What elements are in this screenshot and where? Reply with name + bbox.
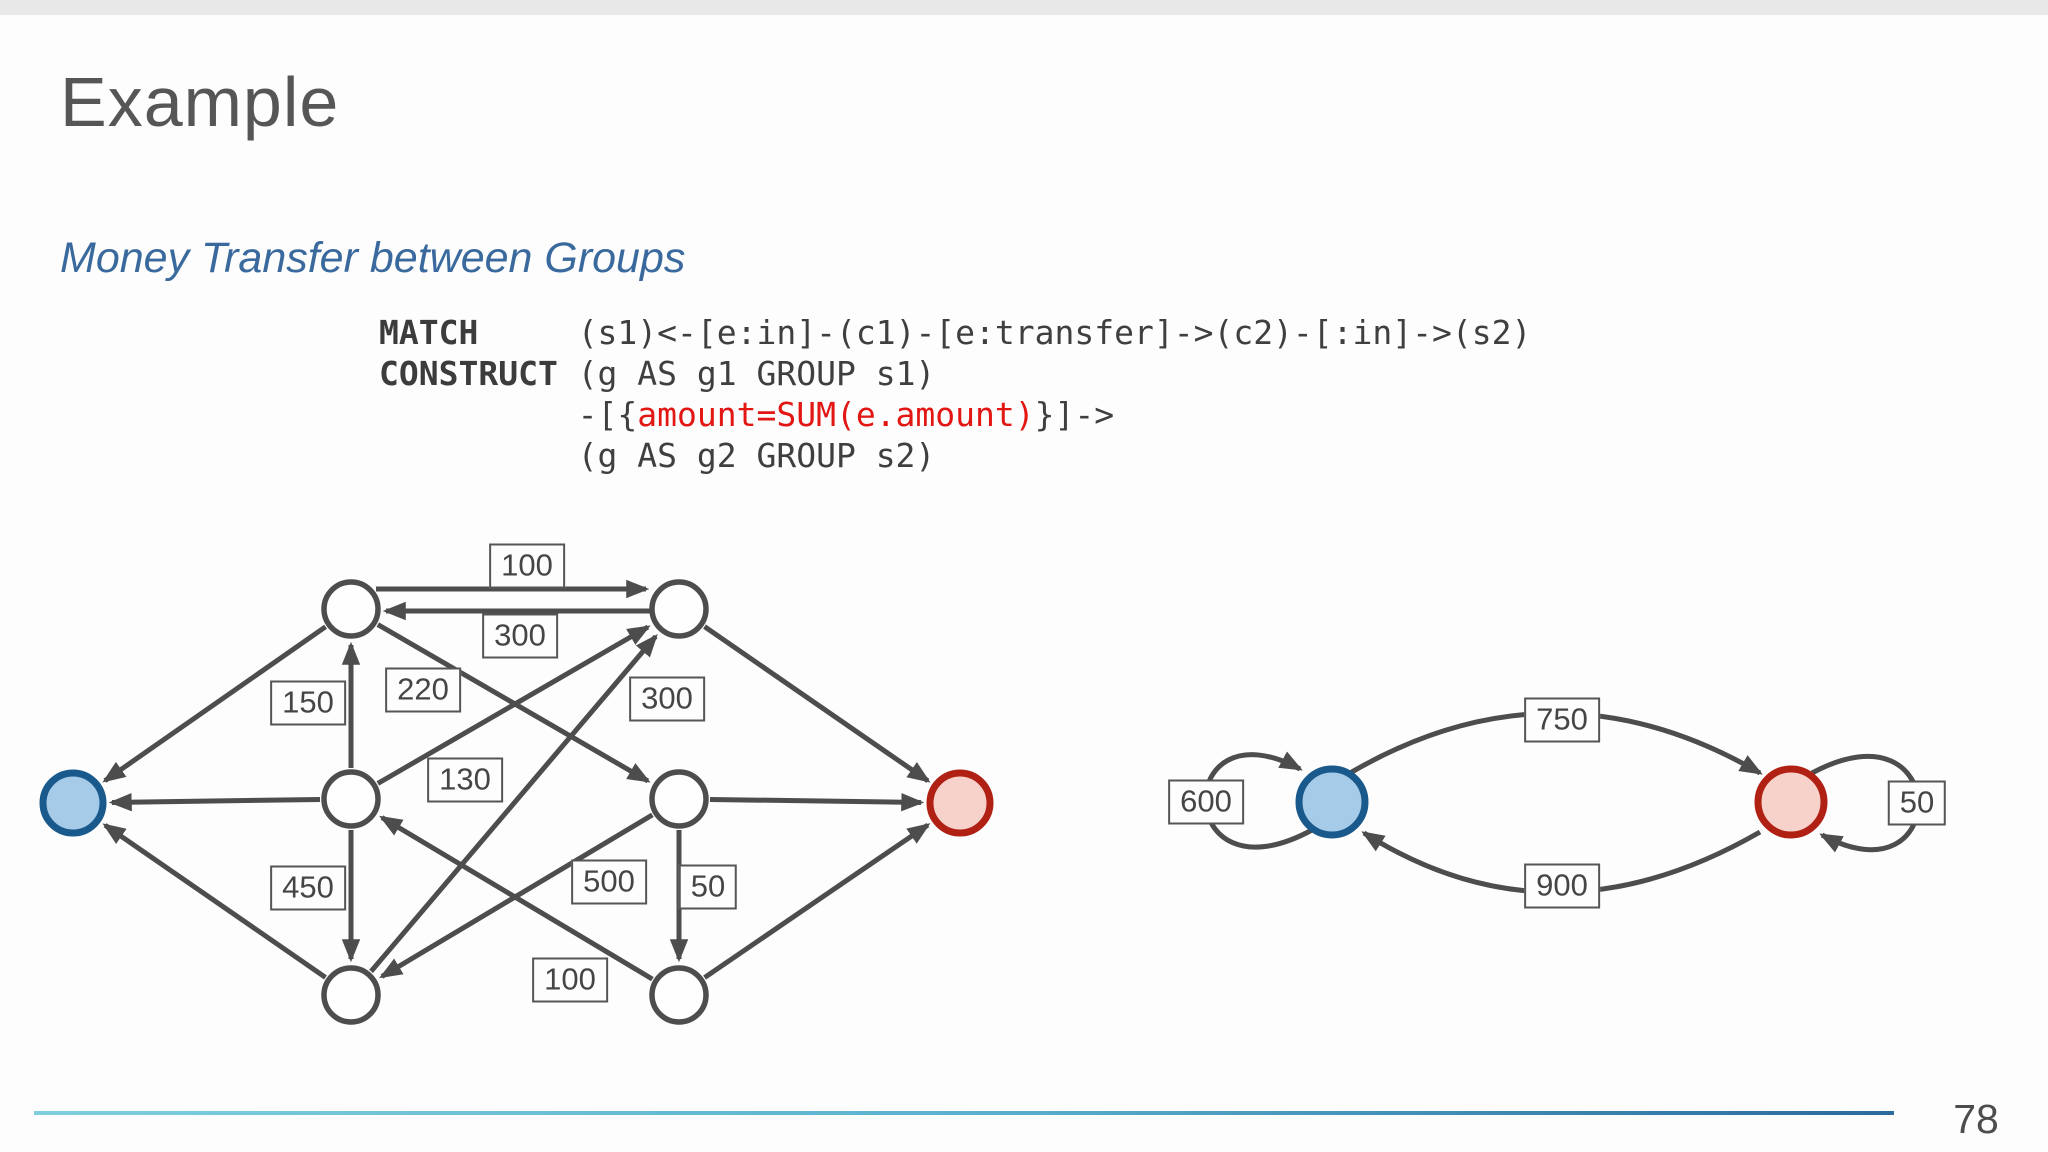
base-graph-edge-in xyxy=(703,822,931,980)
edge-label-500: 500 xyxy=(571,859,647,905)
page-number: 78 xyxy=(1953,1096,1999,1142)
edge-label-50: 50 xyxy=(678,864,738,910)
code-highlight: amount=SUM(e.amount) xyxy=(637,395,1035,434)
base-graph-edge-in xyxy=(102,624,328,783)
base-graph-node-b1 xyxy=(649,579,709,639)
code-line: CONSTRUCT (g AS g1 GROUP s1) xyxy=(379,353,1531,394)
base-graph-edge-130 xyxy=(376,624,651,786)
code-text: (g AS g2 GROUP s2) xyxy=(379,436,936,475)
grouped-graph-node-g2 xyxy=(1754,765,1828,839)
edge-label-220: 220 xyxy=(385,667,461,713)
query-code-block: MATCH (s1)<-[e:in]-(c1)-[e:transfer]->(c… xyxy=(379,312,1531,476)
slide-title: Example xyxy=(60,63,340,141)
edge-label-900: 900 xyxy=(1524,863,1600,909)
base-graph-edge-in xyxy=(703,624,931,783)
base-graph-edge-300 xyxy=(369,633,658,973)
slide-subtitle: Money Transfer between Groups xyxy=(60,234,686,282)
edge-label-130: 130 xyxy=(427,757,503,803)
base-graph-node-group1 xyxy=(39,769,107,837)
grouped-graph-node-g1 xyxy=(1295,765,1369,839)
code-keyword: CONSTRUCT xyxy=(379,354,558,393)
base-graph-edge-100 xyxy=(379,815,654,982)
code-text: }]-> xyxy=(1034,395,1115,434)
edge-label-750: 750 xyxy=(1524,697,1600,743)
base-graph-node-b3 xyxy=(649,965,709,1025)
base-graph-edge-in xyxy=(108,792,321,812)
window-top-bar xyxy=(0,0,2048,15)
base-graph-node-b2 xyxy=(649,769,709,829)
base-graph-node-a2 xyxy=(321,769,381,829)
edge-label-300: 300 xyxy=(629,676,705,722)
edge-label-450: 450 xyxy=(270,865,346,911)
edge-label-50: 50 xyxy=(1887,780,1947,826)
base-graph-node-a1 xyxy=(321,579,381,639)
edge-label-150: 150 xyxy=(270,680,346,726)
edge-label-100: 100 xyxy=(532,957,608,1003)
base-graph-edge-in xyxy=(102,823,327,980)
code-line: MATCH (s1)<-[e:in]-(c1)-[e:transfer]->(c… xyxy=(379,312,1531,353)
base-graph-node-group2 xyxy=(926,769,994,837)
code-line: -[{amount=SUM(e.amount)}]-> xyxy=(379,394,1531,435)
footer-divider-line xyxy=(34,1111,1894,1115)
base-graph-node-a3 xyxy=(321,965,381,1025)
code-text: (g AS g1 GROUP s1) xyxy=(557,354,936,393)
code-line: (g AS g2 GROUP s2) xyxy=(379,435,1531,476)
code-text: -[{ xyxy=(379,395,638,434)
base-graph-edge-in xyxy=(709,792,925,812)
edge-label-300: 300 xyxy=(482,613,558,659)
code-keyword: MATCH xyxy=(379,313,479,352)
edge-label-600: 600 xyxy=(1168,779,1244,825)
code-text: (s1)<-[e:in]-(c1)-[e:transfer]->(c2)-[:i… xyxy=(577,313,1532,352)
edge-label-100: 100 xyxy=(489,543,565,589)
